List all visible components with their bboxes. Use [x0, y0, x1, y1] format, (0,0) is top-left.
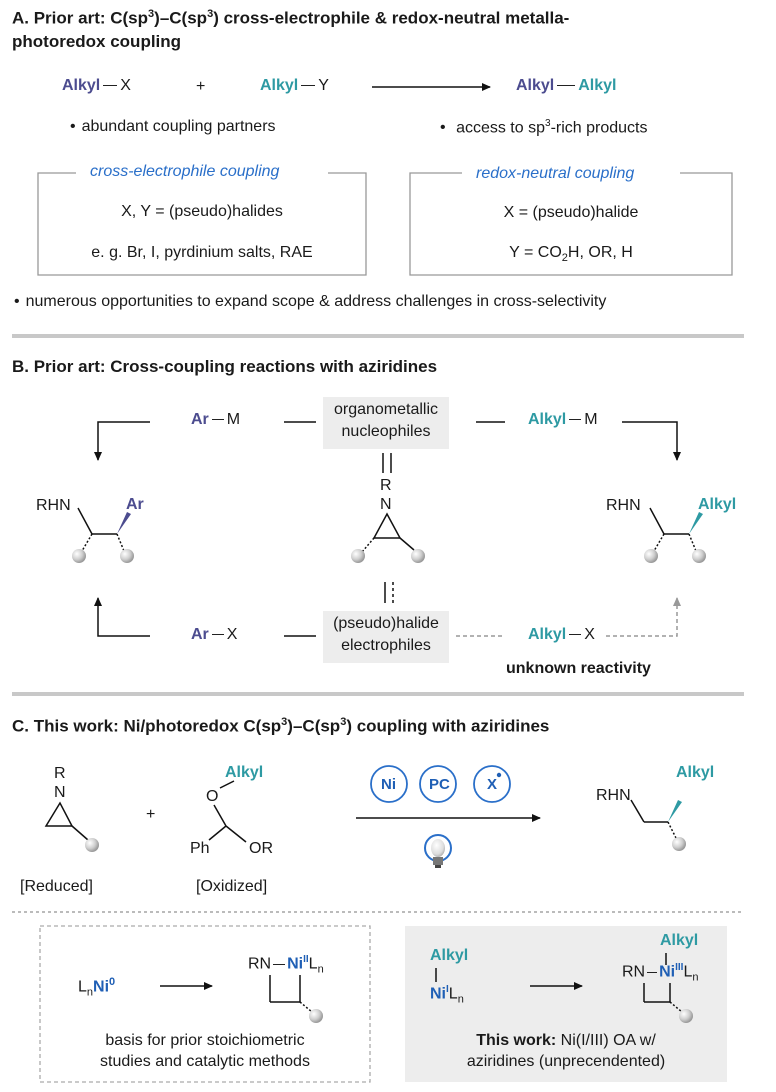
arrow-alkyl-x	[606, 597, 681, 637]
aziridine-n: N	[380, 496, 392, 513]
rhn-product-c: RHN	[596, 787, 631, 804]
label-reduced: [Reduced]	[20, 878, 93, 895]
rhn-left: RHN	[36, 497, 71, 514]
plus-sign-c: +	[146, 806, 156, 823]
box2-title: redox-neutral coupling	[470, 165, 641, 183]
arrow-ar-m	[94, 421, 150, 461]
ni1-alkyl: Alkyl	[430, 947, 469, 964]
box1-line1: X, Y = (pseudo)halides	[121, 203, 283, 220]
section-c-title: C. This work: Ni/photoredox C(sp3)–C(sp3…	[12, 716, 550, 736]
ni3-alkyl: Alkyl	[660, 932, 699, 949]
box2-line2: Y = CO2H, OR, H	[509, 244, 633, 265]
bullet-abundant: abundant coupling partners	[70, 118, 276, 136]
lnni0: LnNi0	[78, 976, 116, 999]
bullet-opportunities: numerous opportunities to expand scope &…	[14, 293, 607, 311]
aziridine-c-r: R	[54, 765, 66, 782]
label-oxidized: [Oxidized]	[196, 878, 268, 895]
acetal-ph: Ph	[190, 840, 210, 857]
box2-line1: X = (pseudo)halide	[503, 204, 639, 221]
divider-bc	[12, 692, 744, 696]
right-box-caption: This work: Ni(I/III) OA w/ aziridines (u…	[466, 1032, 666, 1070]
section-a-title-line2: photoredox coupling	[12, 32, 182, 51]
bullet-sp3: access to sp3-rich products	[440, 118, 647, 137]
aziridine-c-n: N	[54, 784, 66, 801]
ar-product-label: Ar	[126, 496, 144, 513]
section-b-title: B. Prior art: Cross-coupling reactions w…	[12, 357, 438, 376]
catalyst-ni: Ni	[381, 776, 396, 793]
unknown-reactivity: unknown reactivity	[506, 660, 651, 677]
box1-title: cross-electrophile coupling	[84, 163, 286, 181]
arrow-alkyl-m	[622, 421, 681, 461]
aziridine-r: R	[380, 477, 392, 494]
box1-line2: e. g. Br, I, pyrdinium salts, RAE	[91, 244, 313, 261]
alkyl-product-label: Alkyl	[698, 496, 737, 513]
divider-ab	[12, 334, 744, 338]
ni1-complex: NiILn	[430, 984, 464, 1006]
arrow-ar-x	[94, 597, 150, 637]
catalyst-x: X	[487, 776, 498, 793]
section-a-title: A. Prior art: C(sp3)–C(sp3) cross-electr…	[12, 8, 570, 28]
rhn-right: RHN	[606, 497, 641, 514]
acetal-o: O	[206, 788, 219, 805]
catalyst-pc: PC	[429, 776, 450, 793]
plus-sign: +	[196, 78, 206, 95]
acetal-or: OR	[249, 840, 273, 857]
acetal-alkyl: Alkyl	[225, 764, 264, 781]
alkyl-product-c: Alkyl	[676, 764, 715, 781]
